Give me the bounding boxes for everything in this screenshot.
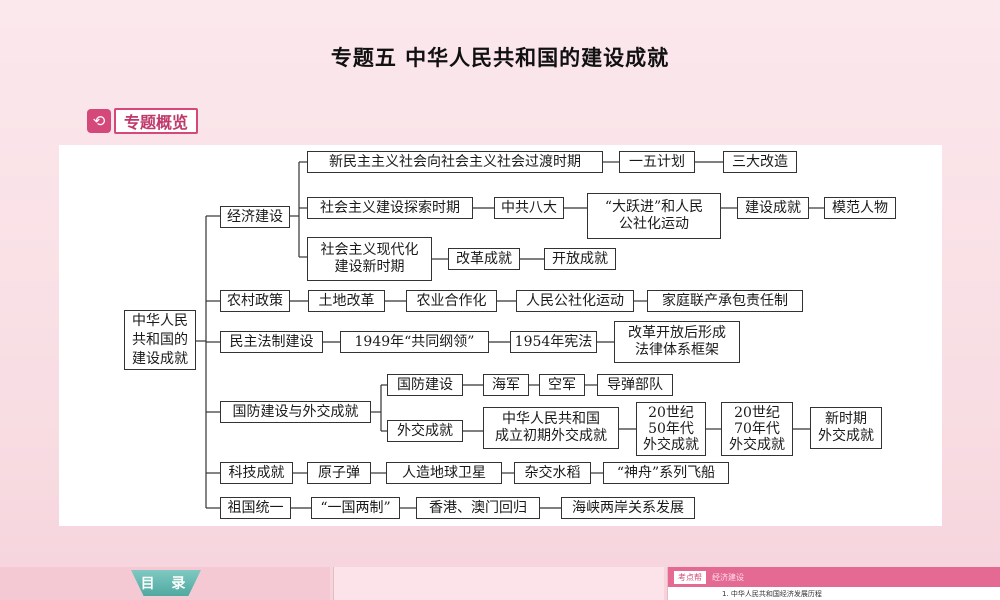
overview-header: ⟲ 专题概览 (87, 107, 199, 134)
legal-system-node: 改革开放后形成 法律体系框架 (614, 321, 740, 363)
one-country-two-systems-node: “一国两制” (311, 497, 400, 519)
air-force-node: 空军 (539, 374, 585, 396)
common-program-node: 1949年“共同纲领” (340, 331, 489, 353)
overview-label: 专题概览 (114, 107, 199, 134)
hk-macao-return-node: 香港、澳门回归 (416, 497, 540, 519)
economy-transition-node: 新民主主义社会向社会主义社会过渡时期 (307, 151, 603, 173)
navy-node: 海军 (483, 374, 529, 396)
tech-node: 科技成就 (220, 462, 293, 484)
diplomacy-node: 外交成就 (387, 420, 463, 442)
modernization-period-node: 社会主义现代化 建设新时期 (307, 237, 432, 281)
cooperation-node: 农业合作化 (406, 290, 497, 312)
defense-node: 国防建设 (387, 374, 463, 396)
diplomacy-1970s-node: 20世纪 70年代 外交成就 (721, 402, 793, 456)
reform-achievements-node: 改革成就 (448, 248, 520, 270)
diplomacy-1950s-node: 20世纪 50年代 外交成就 (636, 402, 706, 456)
model-figures-node: 模范人物 (824, 197, 896, 219)
early-diplomacy-node: 中华人民共和国 成立初期外交成就 (483, 407, 619, 449)
concept-map: 中华人民 共和国的 建设成就 经济建设 新民主主义社会向社会主义社会过渡时期 一… (59, 145, 942, 526)
satellite-node: 人造地球卫星 (386, 462, 502, 484)
eighth-congress-node: 中共八大 (494, 197, 564, 219)
shenzhou-node: “神舟”系列飞船 (603, 462, 729, 484)
footer-thumbnail-right[interactable]: 考点帮 经济建设 1. 中华人民共和国经济发展历程 (667, 567, 1000, 600)
atomic-bomb-node: 原子弹 (307, 462, 371, 484)
rural-policy-node: 农村政策 (220, 290, 290, 312)
footer-thumbnail-middle[interactable] (333, 567, 664, 600)
exploration-period-node: 社会主义建设探索时期 (307, 197, 473, 219)
household-responsibility-node: 家庭联产承包责任制 (647, 290, 803, 312)
missile-force-node: 导弹部队 (597, 374, 673, 396)
new-era-diplomacy-node: 新时期 外交成就 (810, 407, 882, 449)
table-of-contents-button[interactable]: 目 录 (131, 570, 201, 596)
refresh-icon: ⟲ (87, 108, 111, 133)
constitution-node: 1954年宪法 (510, 331, 597, 353)
kaodian-tag: 考点帮 (674, 570, 706, 584)
five-year-plan-node: 一五计划 (619, 151, 695, 173)
communes-node: 人民公社化运动 (516, 290, 634, 312)
great-leap-node: “大跃进”和人民 公社化运动 (587, 193, 721, 239)
opening-achievements-node: 开放成就 (544, 248, 616, 270)
defense-diplomacy-node: 国防建设与外交成就 (220, 401, 371, 423)
kaodian-line: 1. 中华人民共和国经济发展历程 (722, 590, 822, 598)
hybrid-rice-node: 杂交水稻 (514, 462, 591, 484)
unification-node: 祖国统一 (220, 497, 291, 519)
kaodian-subtitle: 经济建设 (712, 572, 744, 582)
economy-node: 经济建设 (220, 206, 290, 228)
land-reform-node: 土地改革 (308, 290, 385, 312)
connector-lines (196, 161, 824, 509)
root-node: 中华人民 共和国的 建设成就 (124, 310, 196, 370)
cross-strait-node: 海峡两岸关系发展 (561, 497, 695, 519)
three-reforms-node: 三大改造 (723, 151, 797, 173)
democracy-node: 民主法制建设 (220, 331, 323, 353)
page-title: 专题五 中华人民共和国的建设成就 (330, 46, 670, 70)
kaodian-bar: 考点帮 经济建设 (668, 567, 1000, 587)
construction-achievements-node: 建设成就 (737, 197, 809, 219)
